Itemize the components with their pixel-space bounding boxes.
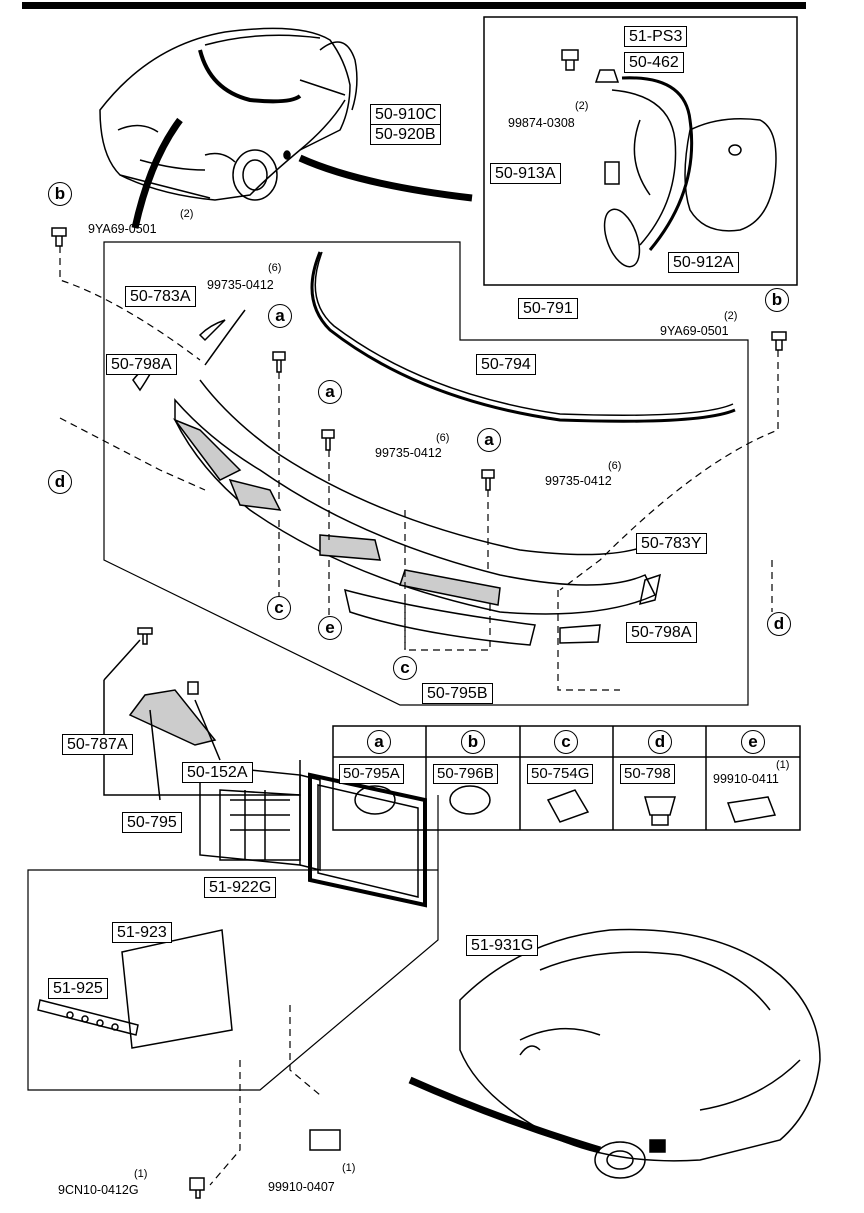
callout-50-794: 50-794 [476,354,536,375]
callout-50-910c: 50-910C [370,104,442,125]
car-rear-illustration [459,928,821,1179]
callout-51-ps3: 51-PS3 [624,26,688,47]
ref-d-right: d [767,612,791,636]
ref-a-1: a [268,304,292,328]
callout-50-783a: 50-783A [125,286,196,307]
callout-50-920b: 50-920B [370,124,441,145]
callout-50-783y: 50-783Y [636,533,707,554]
ref-c-1: c [267,596,291,620]
legend-letter-a: a [367,730,391,754]
qty-99735-mid: (6) [436,432,450,444]
partno-99735-0412-low: 99735-0412 [545,474,612,488]
ref-a-3: a [477,428,501,452]
callout-50-798a-right: 50-798A [626,622,697,643]
partno-9ya69-0501-left: 9YA69-0501 [88,222,157,236]
partno-99874-0308: 99874-0308 [508,116,575,130]
ref-c-2: c [393,656,417,680]
qty-9ya69-left: (2) [180,208,194,220]
callout-51-923: 51-923 [112,922,172,943]
legend-letter-c: c [554,730,578,754]
callout-51-925: 51-925 [48,978,108,999]
qty-9ya69-right: (2) [724,310,738,322]
qty-99735-low: (6) [608,460,622,472]
legend-part-b: 50-796B [433,764,498,784]
partno-9cn10-0412g: 9CN10-0412G [58,1183,139,1197]
ref-a-2: a [318,380,342,404]
callout-50-795: 50-795 [122,812,182,833]
partno-99735-0412-mid: 99735-0412 [375,446,442,460]
callout-50-791: 50-791 [518,298,578,319]
car-front-illustration [99,27,358,201]
callout-50-152a: 50-152A [182,762,253,783]
callout-50-798a-left: 50-798A [106,354,177,375]
legend-part-d: 50-798 [620,764,675,784]
qty-99874: (2) [575,100,589,112]
callout-51-931g: 51-931G [466,935,539,956]
header-rule [22,2,806,9]
ref-d-left: d [48,470,72,494]
legend-qty-e: (1) [776,759,790,771]
callout-50-795b: 50-795B [422,683,493,704]
callout-50-787a: 50-787A [62,734,133,755]
legend-part-a: 50-795A [339,764,404,784]
legend-part-c: 50-754G [527,764,594,784]
qty-9cn10: (1) [134,1168,148,1180]
legend-letter-e: e [741,730,765,754]
callout-50-912a: 50-912A [668,252,739,273]
qty-99910-0407: (1) [342,1162,356,1174]
legend-letter-d: d [648,730,672,754]
callout-51-922g: 51-922G [204,877,277,898]
legend-part-e: 99910-0411 [713,772,779,786]
ref-b-right: b [765,288,789,312]
partno-99910-0407: 99910-0407 [268,1180,335,1194]
partno-9ya69-0501-right: 9YA69-0501 [660,324,729,338]
ref-e-1: e [318,616,342,640]
ref-b-left: b [48,182,72,206]
legend-letter-b: b [461,730,485,754]
qty-99735-top: (6) [268,262,282,274]
callout-50-462: 50-462 [624,52,684,73]
callout-50-913a: 50-913A [490,163,561,184]
partno-99735-0412-top: 99735-0412 [207,278,274,292]
